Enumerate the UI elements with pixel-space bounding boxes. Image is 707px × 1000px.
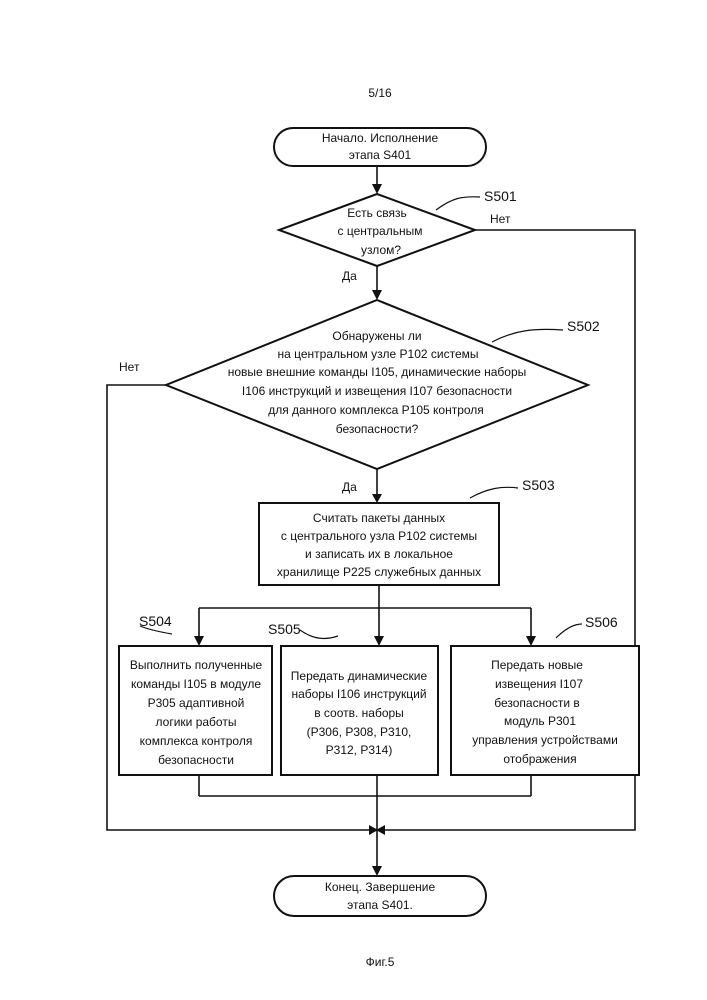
end-text-line-1: Конец. Завершение [325, 880, 436, 894]
page-number: 5/16 [368, 86, 392, 100]
arrowhead [372, 494, 382, 503]
start-terminator: Начало. Исполнение этапа S401 [274, 128, 486, 166]
end-text-line-2: этапа S401. [347, 898, 413, 912]
s502-leader-line [492, 329, 563, 342]
decision-s501: Есть связь с центральным узлом? [279, 194, 475, 266]
s502-text-line-1: Обнаружены ли [332, 329, 421, 343]
arrowhead [372, 866, 382, 876]
s505-text-line-5: P312, P314) [326, 743, 393, 757]
s506-text-line-6: отображения [503, 752, 576, 766]
s504-text-line-6: безопасности [158, 753, 234, 767]
start-text-line-1: Начало. Исполнение [322, 131, 439, 145]
s506-leader-line [556, 624, 582, 638]
arrowhead [374, 636, 384, 646]
process-s504: Выполнить полученные команды I105 в моду… [119, 646, 272, 775]
s506-label: S506 [585, 614, 618, 630]
arrowhead [526, 636, 536, 646]
s502-no-label: Нет [119, 360, 140, 374]
s501-yes-label: Да [342, 269, 357, 283]
s506-text-line-2: извещения I107 [495, 677, 583, 691]
s502-label: S502 [567, 318, 600, 334]
s505-leader-line [300, 630, 338, 638]
s506-text-line-1: Передать новые [491, 658, 583, 672]
s501-text-line-3: узлом? [361, 243, 401, 257]
end-terminator: Конец. Завершение этапа S401. [274, 876, 486, 916]
s501-label: S501 [484, 188, 517, 204]
s502-text-line-3: новые внешние команды I105, динамические… [228, 365, 527, 379]
s504-label: S504 [139, 613, 172, 629]
process-s505: Передать динамические наборы I106 инстру… [281, 646, 438, 775]
s503-leader-line [470, 487, 518, 498]
s506-text-line-4: модуль P301 [504, 714, 576, 728]
s502-text-line-6: безопасности? [336, 422, 419, 436]
start-text-line-2: этапа S401 [349, 148, 412, 162]
process-s506: Передать новые извещения I107 безопаснос… [451, 646, 639, 775]
s505-text-line-1: Передать динамические [291, 669, 428, 683]
s504-text-line-3: P305 адаптивной [148, 696, 245, 710]
s504-text-line-2: команды I105 в модуле [131, 677, 261, 691]
s501-text-line-1: Есть связь [347, 206, 406, 220]
s501-leader-line [436, 197, 480, 210]
s505-text-line-3: в соотв. наборы [314, 706, 404, 720]
s503-text-line-3: и записать их в локальное [305, 547, 453, 561]
process-s503: Считать пакеты данных с центрального узл… [259, 503, 499, 585]
decision-s502: Обнаружены ли на центральном узле P102 с… [166, 300, 588, 469]
s503-text-line-1: Считать пакеты данных [313, 511, 445, 525]
s504-text-line-1: Выполнить полученные [130, 658, 263, 672]
figure-caption: Фиг.5 [366, 955, 395, 969]
s501-text-line-2: с центральным [338, 224, 423, 238]
s505-text-line-4: (P306, P308, P310, [307, 725, 412, 739]
s505-text-line-2: наборы I106 инструкций [291, 687, 426, 701]
s506-text-line-5: управления устройствами [472, 733, 618, 747]
arrowhead [372, 184, 382, 194]
s503-text-line-4: хранилище P225 служебных данных [277, 565, 481, 579]
s504-text-line-4: логики работы [156, 715, 237, 729]
arrowhead [372, 290, 382, 300]
arrowhead [194, 636, 204, 646]
s502-yes-label: Да [342, 480, 357, 494]
s502-text-line-4: I106 инструкций и извещения I107 безопас… [242, 384, 512, 398]
s501-no-label: Нет [490, 212, 511, 226]
s505-label: S505 [268, 621, 301, 637]
s504-text-line-5: комплекса контроля [140, 734, 253, 748]
s502-text-line-5: для данного комплекса P105 контроля [268, 403, 484, 417]
s506-text-line-3: безопасности в [494, 696, 580, 710]
s502-text-line-2: на центральном узле P102 системы [277, 347, 478, 361]
s503-label: S503 [522, 477, 555, 493]
s503-text-line-2: с центрального узла P102 системы [281, 529, 477, 543]
